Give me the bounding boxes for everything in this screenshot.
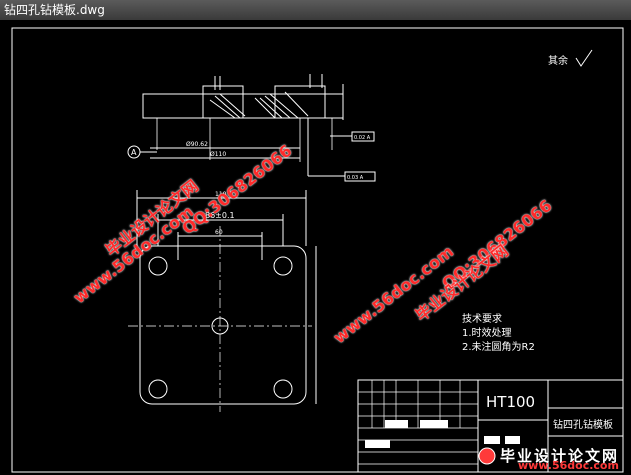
title-block	[357, 379, 624, 473]
tolerance-2: 0.03 A	[347, 175, 364, 181]
roughness-label: 其余	[548, 54, 568, 67]
window-title: 钻四孔钻模板.dwg	[4, 3, 105, 17]
drawing-canvas[interactable]: 其余 A Ø90.62 Ø110 110 86±0.1 60 0.02 A 0.…	[0, 20, 631, 475]
notes-item-1: 1.时效处理	[462, 326, 512, 339]
material-label: HT100	[486, 393, 535, 411]
notes-heading: 技术要求	[462, 312, 502, 325]
dim-w86: 86±0.1	[205, 211, 235, 220]
logo-site: www.56doc.com	[518, 459, 619, 472]
plan-view	[128, 190, 317, 412]
tolerance-1: 0.02 A	[354, 135, 371, 141]
dim-d110: Ø110	[210, 151, 226, 158]
logo-icon	[478, 447, 496, 465]
cad-drawing: 其余 A Ø90.62 Ø110 110 86±0.1 60 0.02 A 0.…	[11, 27, 624, 473]
notes-item-2: 2.未注圆角为R2	[462, 340, 535, 353]
dim-w110: 110	[215, 191, 227, 198]
roughness-icon	[575, 49, 593, 67]
part-name-label: 钻四孔钻模板	[553, 418, 613, 431]
brand-logo: 毕业设计论文网 www.56doc.com	[478, 445, 628, 473]
dim-w60: 60	[215, 229, 223, 236]
title-bar: 钻四孔钻模板.dwg	[0, 0, 631, 20]
sheet-border	[11, 27, 624, 473]
dim-d90: Ø90.62	[186, 141, 208, 148]
datum-label: A	[131, 148, 137, 157]
logo-text: 毕业设计论文网	[500, 447, 620, 465]
section-view	[127, 74, 344, 162]
